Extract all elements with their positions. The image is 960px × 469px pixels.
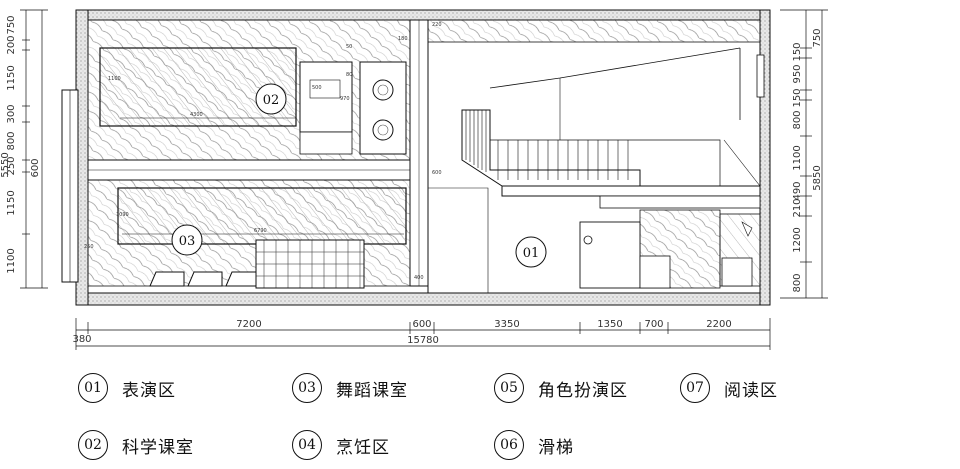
dim-right-800b: 800 [792, 273, 803, 292]
dim-left-1150b: 1150 [6, 190, 17, 215]
dim-50: 50 [346, 44, 352, 50]
stage-outline [428, 187, 489, 293]
dim-left-750: 750 [6, 15, 17, 34]
dim-left-800: 800 [6, 131, 17, 150]
legend-label: 科学课室 [122, 437, 194, 458]
dim-right-750: 750 [812, 28, 823, 47]
legend-number: 07 [680, 373, 710, 403]
dim-400: 400 [414, 275, 424, 281]
dim-right-490: 490 [792, 181, 803, 200]
dim-970: 970 [340, 96, 350, 102]
benches [149, 271, 257, 287]
legend-label: 表演区 [122, 380, 176, 401]
dim-left-1100: 1100 [6, 248, 17, 273]
legend-item-01: 01 表演区 [78, 373, 176, 403]
legend-label: 角色扮演区 [538, 380, 628, 401]
building-walls [75, 9, 771, 306]
dim-220: 220 [432, 22, 442, 28]
legend-number: 01 [78, 373, 108, 403]
dim-1090: 1090 [116, 212, 129, 218]
legend-label: 阅读区 [724, 380, 778, 401]
legend-label: 烹饪区 [336, 437, 390, 458]
dim-250: 250 [84, 244, 94, 250]
dim-15780: 15780 [407, 335, 439, 346]
dim-80: 80 [346, 72, 352, 78]
dim-7200: 7200 [236, 319, 261, 330]
bottom-dimension-chain: 380 7200 600 3350 1350 700 2200 15780 [72, 318, 771, 350]
legend-label: 滑梯 [538, 437, 574, 458]
legend-item-04: 04 烹饪区 [292, 430, 390, 460]
area-tag-02: 02 [255, 83, 287, 115]
dim-6790: 6790 [254, 228, 267, 234]
dim-right-150b: 150 [792, 88, 803, 107]
dim-180: 180 [398, 36, 408, 42]
dim-left-200: 200 [6, 35, 17, 54]
left-dimension-chain: 750 200 1150 300 800 250 1150 1100 600 5… [0, 9, 48, 289]
dim-380: 380 [72, 334, 91, 345]
dim-600: 600 [412, 319, 431, 330]
cubby-shelf [255, 239, 365, 289]
dim-1100: 1100 [108, 76, 121, 82]
dim-3350: 3350 [494, 319, 519, 330]
dim-right-1100: 1100 [792, 145, 803, 170]
loft-lines [489, 47, 761, 209]
area-tag-01: 01 [515, 236, 547, 268]
staircase [461, 109, 641, 187]
dim-600-inner: 600 [432, 170, 442, 176]
dim-left-300: 300 [6, 104, 17, 123]
dim-right-950: 950 [792, 64, 803, 83]
legend-number: 02 [78, 430, 108, 460]
dim-1350: 1350 [597, 319, 622, 330]
legend-number: 03 [292, 373, 322, 403]
svg-text:03: 03 [179, 234, 196, 249]
legend-item-03: 03 舞蹈课室 [292, 373, 408, 403]
dim-left-1150a: 1150 [6, 65, 17, 90]
legend-item-02: 02 科学课室 [78, 430, 194, 460]
legend-label: 舞蹈课室 [336, 380, 408, 401]
svg-text:01: 01 [523, 246, 540, 261]
dim-right-150a: 150 [792, 42, 803, 61]
dim-500: 500 [312, 85, 322, 91]
area-tag-03: 03 [171, 224, 203, 256]
dim-right-800: 800 [792, 110, 803, 129]
right-dimension-chain: 150 950 150 800 1100 490 210 1200 800 75… [780, 9, 828, 299]
legend-item-07: 07 阅读区 [680, 373, 778, 403]
role-play-area [579, 221, 753, 289]
legend-number: 05 [494, 373, 524, 403]
legend-item-06: 06 滑梯 [494, 430, 574, 460]
right-window [756, 54, 765, 98]
inner-dimensions: 4300 6790 500 970 50 80 220 180 1100 109… [84, 22, 442, 281]
dim-4300: 4300 [190, 112, 203, 118]
legend-number: 06 [494, 430, 524, 460]
dim-700: 700 [644, 319, 663, 330]
dim-right-210: 210 [792, 198, 803, 217]
legend-number: 04 [292, 430, 322, 460]
dim-left-600: 600 [30, 158, 41, 177]
cooking-unit [299, 61, 407, 155]
legend-item-05: 05 角色扮演区 [494, 373, 628, 403]
dim-2200: 2200 [706, 319, 731, 330]
dim-right-5850: 5850 [812, 165, 823, 190]
dim-left-5550: 5550 [0, 152, 11, 177]
svg-text:02: 02 [263, 93, 280, 108]
dim-right-1200: 1200 [792, 227, 803, 252]
dim-left-250: 250 [6, 156, 17, 175]
